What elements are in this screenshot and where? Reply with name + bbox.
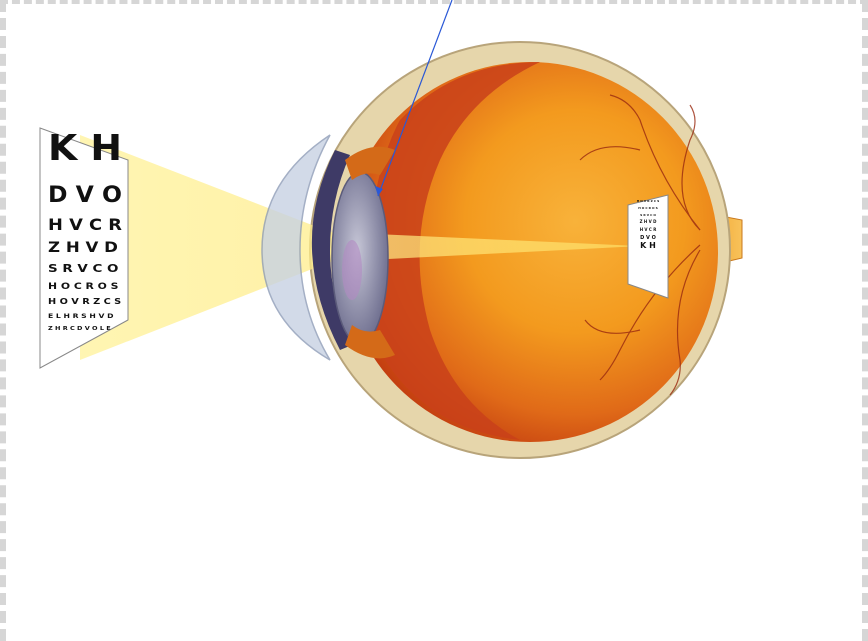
retinal-image-line: K H bbox=[640, 241, 656, 250]
eye-chart-line: E L H R S H V D bbox=[48, 313, 114, 320]
retinal-image-line: H V C R bbox=[640, 227, 657, 232]
retinal-image: H O V R Z C S H O C R O S S R V C O Z H V D… bbox=[628, 195, 668, 298]
retinal-image-line: S R V C O bbox=[640, 213, 656, 217]
eye-chart-line: K H bbox=[48, 128, 122, 169]
retinal-image-line: H O C R O S bbox=[638, 206, 658, 210]
eye-chart-line: D V O bbox=[48, 183, 122, 208]
eye-chart-line: H O C R O S bbox=[48, 282, 118, 292]
retinal-image-line: H O V R Z C S bbox=[637, 199, 660, 203]
eye-chart-line: H V C R bbox=[48, 215, 122, 234]
lens-highlight bbox=[342, 240, 362, 300]
eye-chart-line: H O V R Z C S bbox=[48, 297, 121, 306]
eye-chart-line: S R V C O bbox=[48, 262, 118, 275]
eye-chart-line: Z H R C D V O L E bbox=[48, 326, 111, 332]
eye-chart-line: Z H V D bbox=[48, 240, 118, 256]
retinal-image-line: Z H V D bbox=[640, 219, 658, 224]
